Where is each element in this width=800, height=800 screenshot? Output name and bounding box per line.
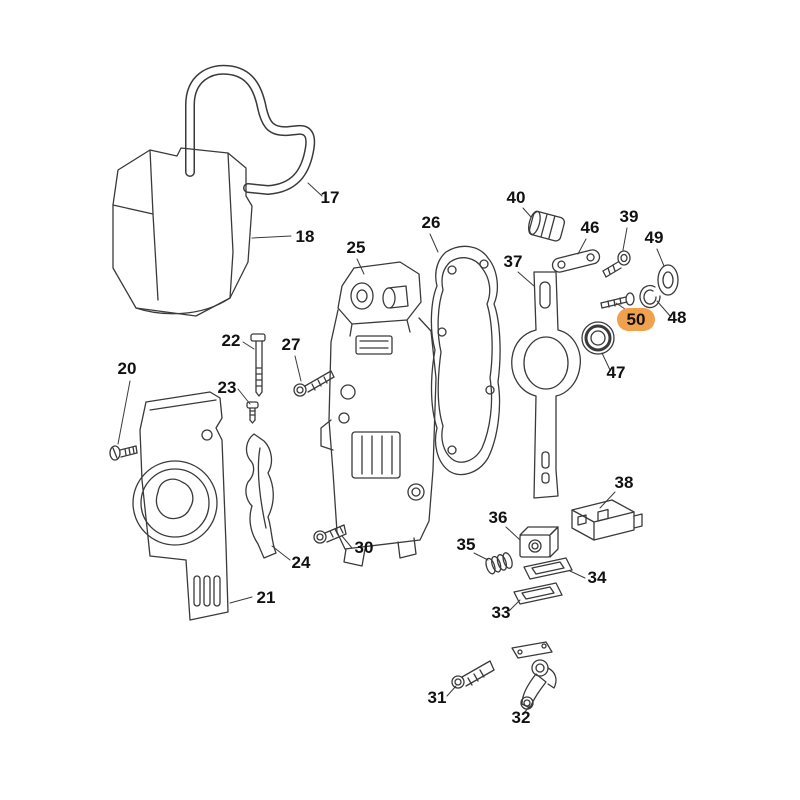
- part-label-31: 31: [428, 688, 447, 707]
- part-labels: 17 18 20 21 22 23 24 25 26 27 30 31 32 3…: [118, 188, 687, 727]
- part-label-36: 36: [489, 508, 508, 527]
- part-20-screw: [109, 445, 138, 461]
- part-46-link: [551, 249, 601, 273]
- part-label-17: 17: [321, 188, 340, 207]
- part-label-49: 49: [645, 228, 664, 247]
- part-label-32: 32: [512, 708, 531, 727]
- part-32-trigger: [511, 641, 557, 710]
- part-label-48: 48: [668, 308, 687, 327]
- part-24-lever: [245, 433, 277, 559]
- part-label-24: 24: [292, 553, 311, 572]
- part-label-47: 47: [607, 363, 626, 382]
- part-49-washer: [657, 264, 679, 296]
- part-label-39: 39: [620, 207, 639, 226]
- part-40-cylinder: [528, 210, 566, 242]
- part-label-30: 30: [355, 538, 374, 557]
- part-23-screw: [246, 401, 259, 424]
- part-label-18: 18: [296, 227, 315, 246]
- part-label-38: 38: [615, 473, 634, 492]
- part-36-block: [519, 526, 559, 558]
- part-39-screw: [602, 250, 631, 278]
- part-47-grommet: [581, 321, 615, 355]
- leader-lines: [117, 182, 672, 715]
- part-30-bolt: [313, 524, 347, 544]
- part-label-34: 34: [588, 568, 607, 587]
- part-34-plate: [523, 557, 573, 580]
- part-label-27: 27: [282, 335, 301, 354]
- part-37-lever-plate: [511, 271, 581, 499]
- part-26-gasket: [430, 245, 501, 476]
- part-label-22: 22: [222, 331, 241, 350]
- part-33-plate: [513, 582, 563, 605]
- part-21-bracket: [132, 391, 229, 621]
- part-label-33: 33: [492, 603, 511, 622]
- part-50-highlight: [617, 308, 655, 331]
- part-27-bolt: [293, 370, 335, 397]
- parts-drawing: [109, 64, 679, 715]
- part-label-21: 21: [257, 588, 276, 607]
- part-label-25: 25: [347, 238, 366, 257]
- part-35-spring: [485, 552, 513, 575]
- part-label-46: 46: [581, 218, 600, 237]
- part-31-bolt: [451, 660, 495, 689]
- part-17-handle: [185, 64, 316, 195]
- part-38-bracket: [571, 499, 643, 541]
- part-label-26: 26: [422, 213, 441, 232]
- part-label-20: 20: [118, 359, 137, 378]
- part-label-23: 23: [218, 378, 237, 397]
- part-label-35: 35: [457, 535, 476, 554]
- part-18-cover: [112, 147, 253, 317]
- part-22-bolt: [250, 333, 266, 397]
- part-label-40: 40: [507, 188, 526, 207]
- part-label-50: 50: [627, 310, 646, 329]
- part-label-37: 37: [504, 252, 523, 271]
- part-48-clip: [639, 284, 661, 309]
- part-50-screw: [600, 292, 635, 309]
- part-25-body: [320, 261, 437, 567]
